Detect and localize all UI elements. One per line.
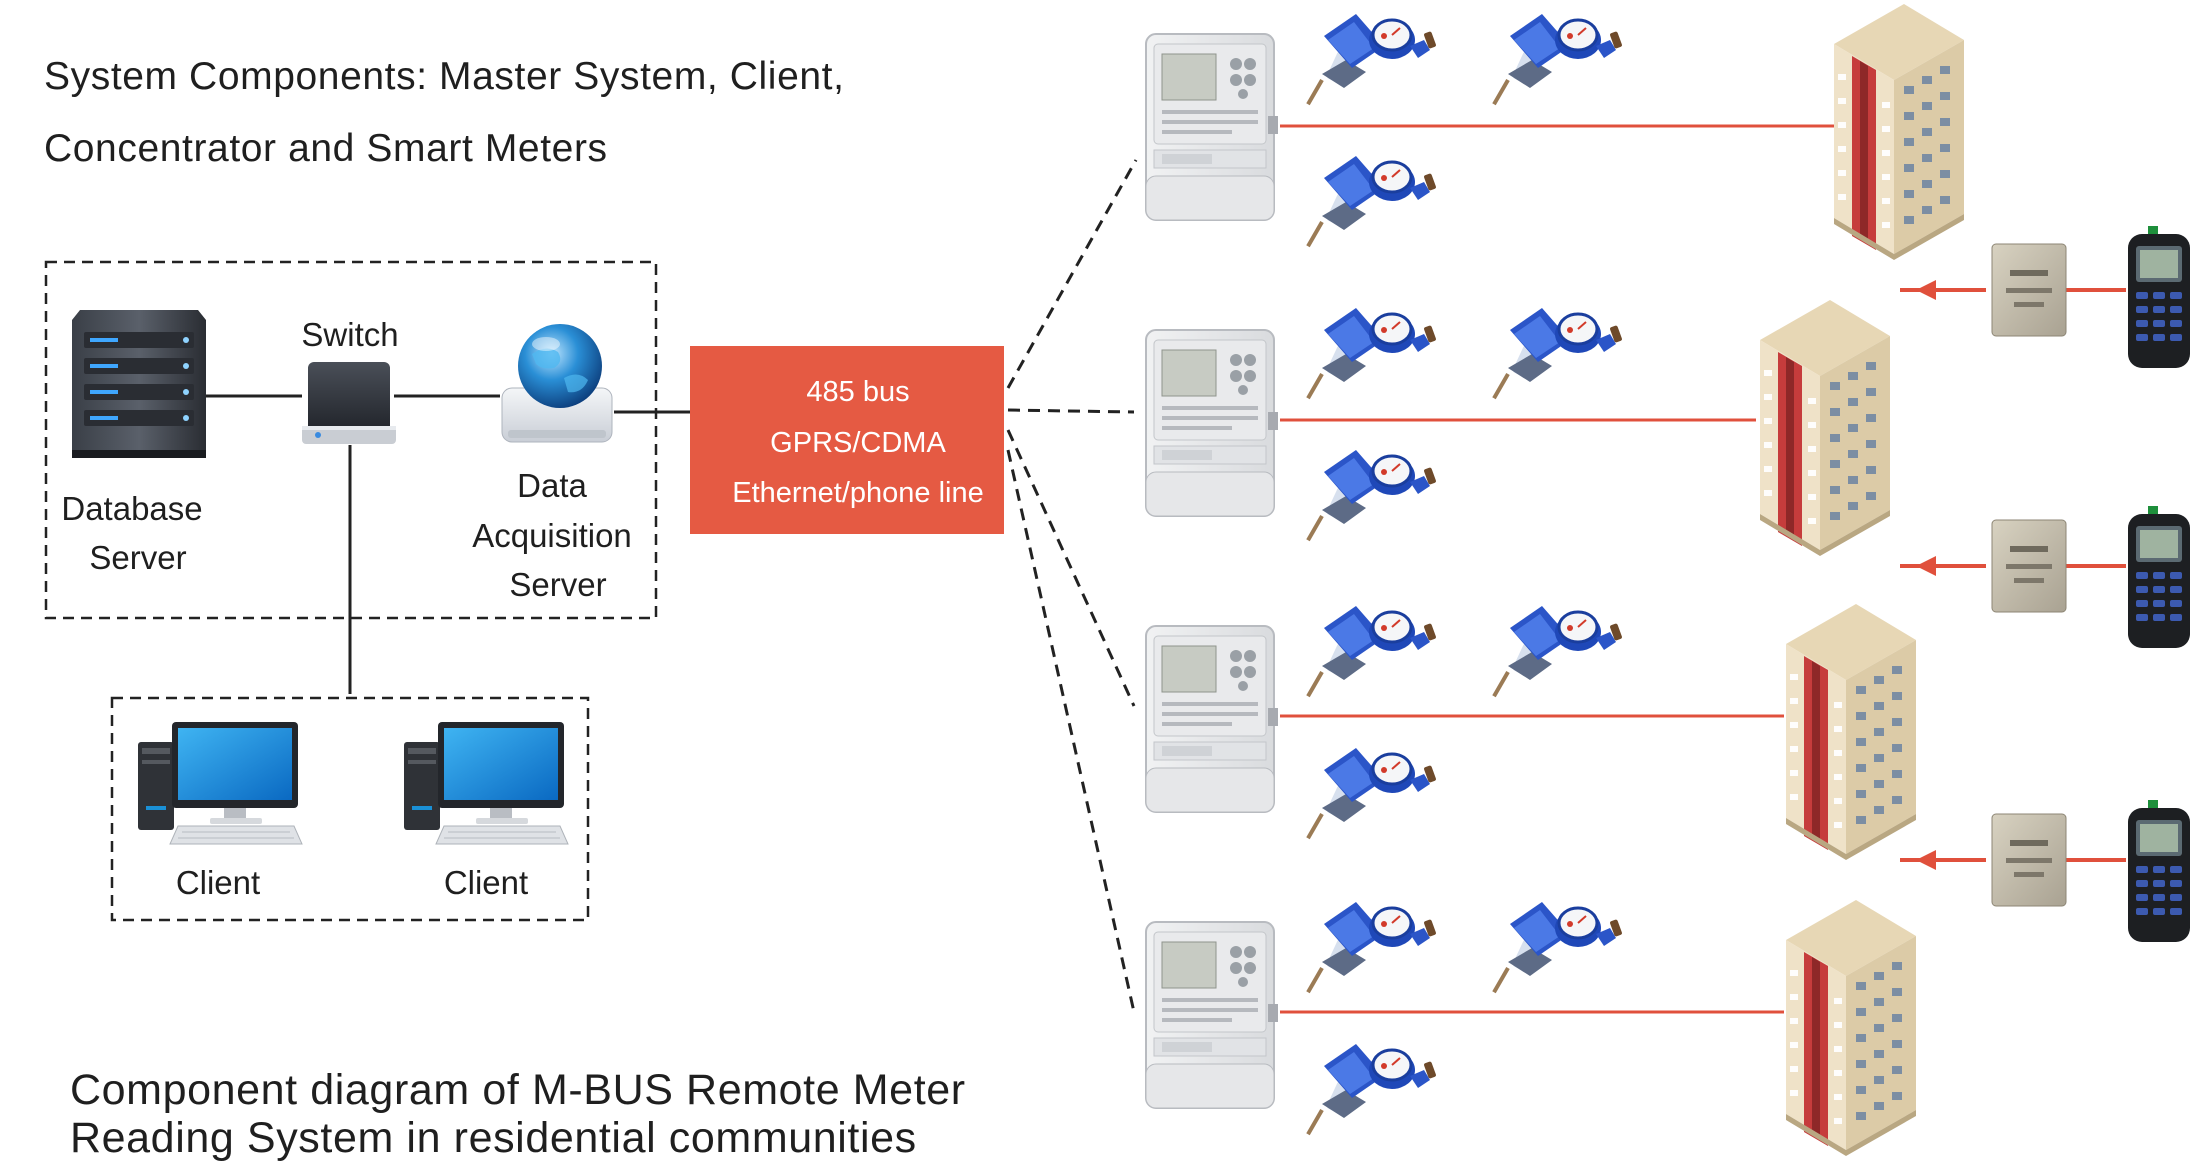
apartment-building-icon bbox=[1786, 604, 1916, 860]
title-line-1: System Components: Master System, Client… bbox=[44, 55, 845, 98]
apartment-building-icon bbox=[1786, 900, 1916, 1156]
water-meter-icon bbox=[1490, 604, 1624, 699]
water-meter-icon bbox=[1304, 448, 1438, 543]
water-meter-icon bbox=[1304, 746, 1438, 841]
caption-line-2: Reading System in residential communitie… bbox=[70, 1114, 917, 1162]
water-meter-icon bbox=[1490, 12, 1624, 107]
mbus-converter-icon bbox=[1991, 243, 2067, 337]
handheld-reader-icon bbox=[2128, 506, 2190, 648]
water-meter-icon bbox=[1304, 154, 1438, 249]
concentrator-meter-icon bbox=[1145, 921, 1279, 1109]
water-meter-icon bbox=[1304, 900, 1438, 995]
water-meter-icon bbox=[1490, 900, 1624, 995]
das-label-1: Data bbox=[517, 467, 587, 504]
red-arrow-head-1 bbox=[1916, 280, 1936, 300]
das-label-2: Acquisition bbox=[472, 517, 632, 554]
red-arrow-head-2 bbox=[1916, 556, 1936, 576]
dashed-link-4 bbox=[1006, 449, 1136, 1013]
water-meter-icon bbox=[1490, 306, 1624, 401]
apartment-building-icon bbox=[1760, 300, 1890, 556]
dashed-link-2 bbox=[1007, 408, 1135, 414]
mbus-converter-icon bbox=[1991, 813, 2067, 907]
bus-label-2: GPRS/CDMA bbox=[770, 427, 946, 459]
apartment-building-icon bbox=[1834, 4, 1964, 260]
bus-label-1: 485 bus bbox=[806, 376, 909, 408]
concentrator-meter-icon bbox=[1145, 625, 1279, 813]
globe-drive-icon bbox=[501, 324, 613, 443]
database-server-label-2: Server bbox=[89, 539, 186, 576]
water-meter-icon bbox=[1304, 604, 1438, 699]
caption-line-1: Component diagram of M-BUS Remote Meter bbox=[70, 1066, 966, 1114]
client-label-1: Client bbox=[176, 864, 260, 901]
das-label-3: Server bbox=[509, 566, 606, 603]
desktop-computer-icon bbox=[403, 721, 569, 845]
handheld-reader-icon bbox=[2128, 226, 2190, 368]
concentrator-meter-icon bbox=[1145, 33, 1279, 221]
switch-label: Switch bbox=[301, 316, 398, 353]
bus-label-3: Ethernet/phone line bbox=[732, 477, 984, 509]
desktop-computer-icon bbox=[137, 721, 303, 845]
dashed-link-3 bbox=[1006, 429, 1136, 707]
server-icon bbox=[72, 310, 206, 458]
network-switch-icon bbox=[302, 362, 396, 444]
communication-bus-box bbox=[690, 346, 1004, 534]
concentrator-meter-icon bbox=[1145, 329, 1279, 517]
water-meter-icon bbox=[1304, 12, 1438, 107]
client-label-2: Client bbox=[444, 864, 528, 901]
dashed-link-1 bbox=[1006, 159, 1138, 389]
water-meter-icon bbox=[1304, 1042, 1438, 1137]
title-line-2: Concentrator and Smart Meters bbox=[44, 127, 608, 170]
red-arrow-head-3 bbox=[1916, 850, 1936, 870]
client-box bbox=[110, 696, 590, 922]
mbus-converter-icon bbox=[1991, 519, 2067, 613]
database-server-label-1: Database bbox=[61, 490, 202, 527]
handheld-reader-icon bbox=[2128, 800, 2190, 942]
water-meter-icon bbox=[1304, 306, 1438, 401]
